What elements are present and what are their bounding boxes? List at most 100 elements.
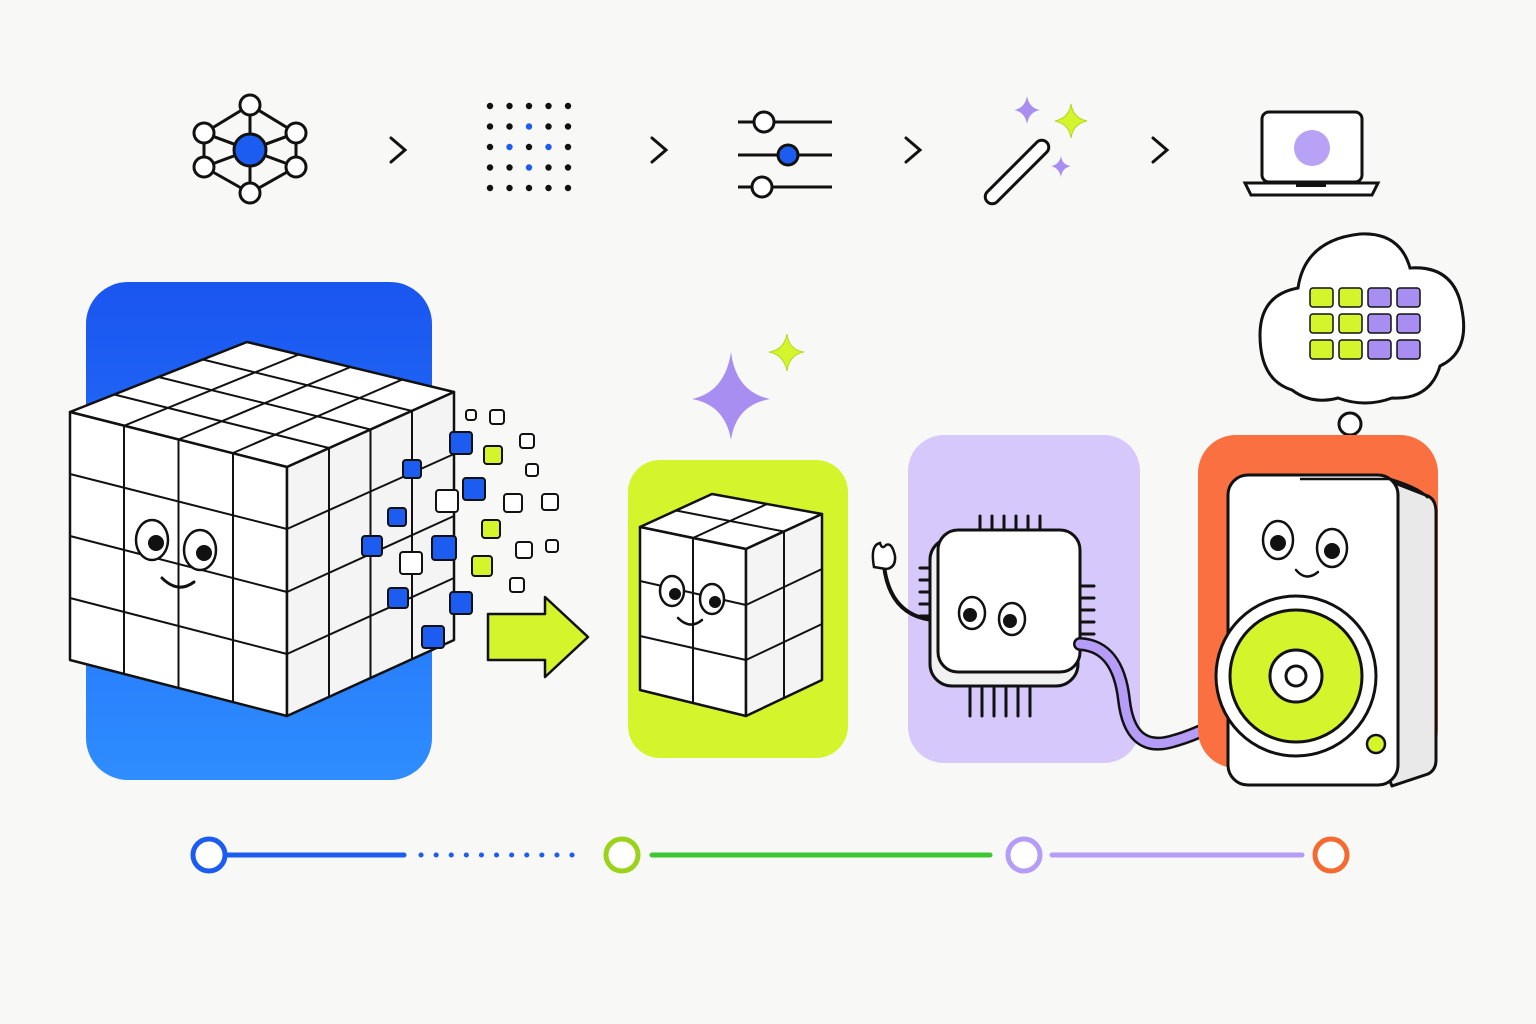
grid-dot: [506, 143, 513, 151]
particle: [483, 445, 503, 465]
large-model-cube: [68, 340, 456, 718]
grid-dot: [564, 102, 572, 110]
chip-arm: [882, 564, 934, 622]
compress-arrow-icon: [486, 595, 590, 679]
particle: [515, 541, 533, 559]
particle: [465, 409, 477, 421]
grid-dot: [506, 102, 513, 110]
grid-dot: [506, 164, 513, 171]
grid-dot: [564, 164, 572, 171]
dissolving-particles: [361, 409, 559, 649]
grid-dot: [486, 184, 494, 192]
smile-icon: [160, 576, 196, 589]
grid-dot: [564, 184, 572, 192]
particle: [399, 551, 423, 575]
grid-tile: [1367, 287, 1392, 308]
grid-dot: [545, 143, 552, 151]
particle: [519, 433, 535, 449]
chevron-right-icon: [904, 136, 923, 164]
grid-dot: [525, 143, 533, 151]
particle: [431, 535, 457, 561]
timeline-node-purple: [1005, 836, 1043, 874]
grid-dot: [564, 143, 572, 151]
speaker-cone: [1214, 594, 1378, 758]
particle: [387, 507, 407, 527]
timeline-node-lime: [603, 836, 641, 874]
speaker-stage: [1198, 232, 1466, 788]
grid-tile: [1338, 339, 1363, 360]
particle: [481, 519, 501, 539]
particle: [541, 493, 559, 511]
eye-icon: [134, 518, 170, 562]
particle: [449, 431, 473, 455]
grid-tile: [1367, 339, 1392, 360]
compressed-cube-face: [658, 574, 726, 626]
grid-dot: [545, 102, 552, 110]
eye-icon: [997, 601, 1027, 637]
grid-dot: [525, 184, 533, 192]
compressed-model-cube: [638, 492, 824, 718]
dot-grid-icon: [486, 102, 572, 192]
smile-icon: [1294, 568, 1320, 578]
particle: [435, 489, 459, 513]
particle: [421, 625, 445, 649]
grid-tile: [1309, 287, 1334, 308]
particle: [503, 493, 523, 513]
grid-dot: [525, 164, 533, 171]
chevron-right-icon: [389, 136, 408, 164]
grid-dot: [486, 102, 494, 110]
timeline-node-orange: [1312, 836, 1350, 874]
smile-icon: [676, 616, 704, 626]
thought-cloud: [1258, 232, 1466, 461]
grid-tile: [1309, 339, 1334, 360]
magic-wand-icon: [983, 96, 1088, 206]
particle: [449, 591, 473, 615]
chip-face: [957, 595, 1027, 637]
chevron-right-icon: [650, 136, 669, 164]
grid-tile: [1367, 313, 1392, 334]
chevron-right-icon: [1151, 136, 1170, 164]
particle: [361, 535, 383, 557]
speaker-face: [1261, 519, 1349, 578]
speaker-led: [1365, 733, 1387, 755]
grid-dot: [545, 164, 552, 171]
particle: [509, 577, 525, 593]
laptop-icon: [1242, 110, 1381, 197]
sparkle-icon: [692, 333, 805, 440]
particle: [545, 539, 559, 553]
grid-dot: [486, 164, 494, 171]
pipeline-icons-row: [192, 93, 1381, 206]
grid-dot: [525, 102, 533, 110]
grid-dot: [486, 123, 494, 130]
grid-dot: [545, 184, 552, 192]
grid-tile: [1396, 313, 1421, 334]
timeline-node-blue: [190, 836, 228, 874]
waving-hand-icon: [871, 541, 897, 571]
large-model-stage: [68, 282, 559, 780]
grid-tile: [1396, 339, 1421, 360]
grid-tile: [1338, 313, 1363, 334]
eye-icon: [957, 595, 987, 631]
grid-dot: [506, 123, 513, 130]
large-cube-face: [134, 518, 218, 589]
eye-icon: [1315, 527, 1349, 569]
grid-dot: [564, 123, 572, 130]
neural-network-icon: [192, 93, 308, 205]
particle: [402, 459, 422, 479]
eye-icon: [698, 582, 726, 616]
grid-dot: [545, 123, 552, 130]
chip-stage: [871, 435, 1232, 763]
grid-dot: [525, 123, 533, 130]
particle: [489, 409, 505, 425]
eye-icon: [1261, 519, 1295, 561]
output-grid: [1309, 287, 1421, 360]
particle: [471, 555, 493, 577]
chip: [928, 528, 1082, 688]
eye-icon: [658, 574, 686, 608]
compressed-model-stage: [628, 333, 848, 758]
grid-dot: [506, 184, 513, 192]
grid-tile: [1338, 287, 1363, 308]
grid-tile: [1309, 313, 1334, 334]
particle: [462, 477, 486, 501]
